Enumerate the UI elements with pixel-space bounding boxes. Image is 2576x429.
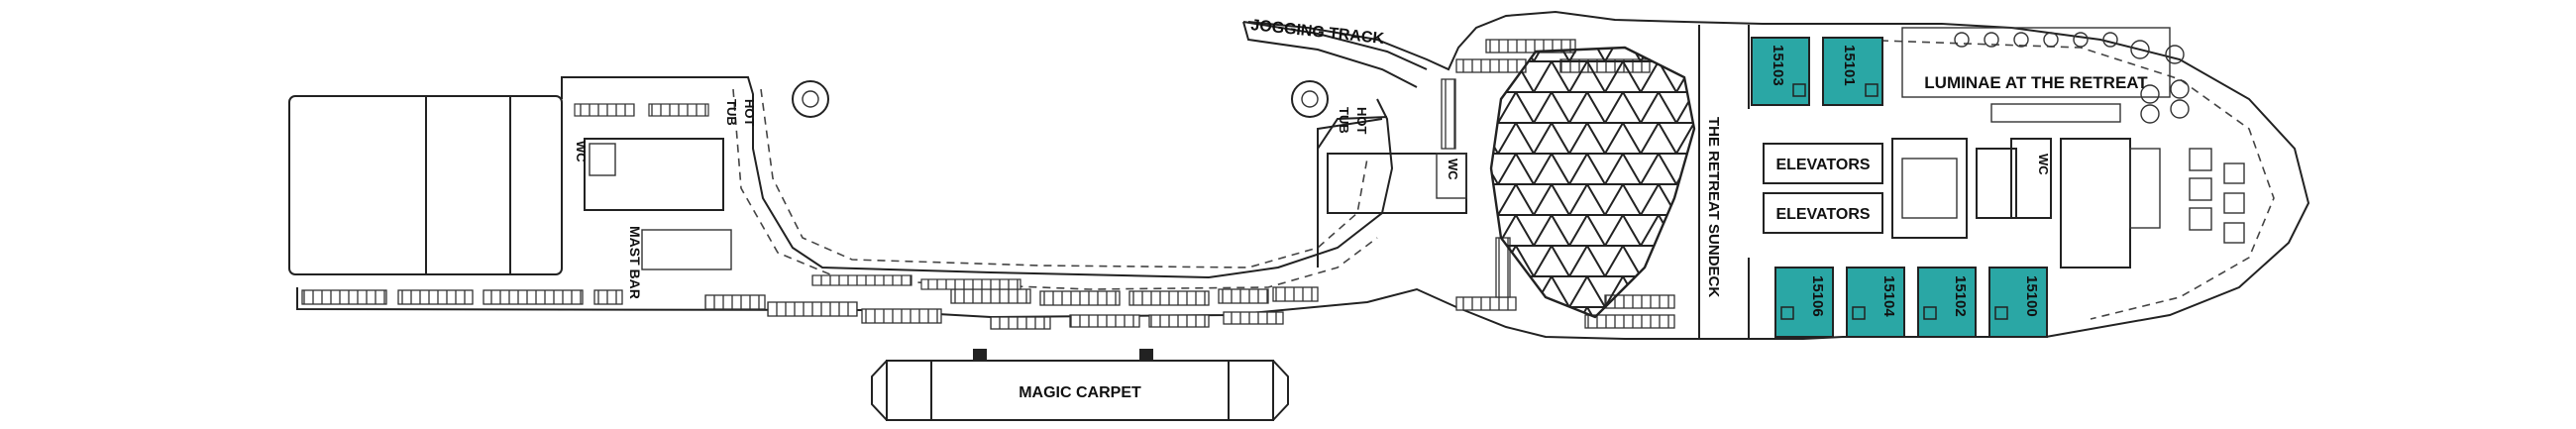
wc-left-label: WC xyxy=(574,141,589,162)
hot-tub-left-label-1: HOT xyxy=(742,99,757,127)
cabin-15100-number: 15100 xyxy=(2023,275,2040,317)
mast-bar-label: MAST BAR xyxy=(627,226,643,299)
cabin-15101-number: 15101 xyxy=(1841,45,1858,86)
hull-outline xyxy=(296,10,2310,340)
glass-dome xyxy=(1489,46,1696,319)
cabin-15102-number: 15102 xyxy=(1952,275,1969,317)
wc-enclosure-mid xyxy=(1327,153,1467,214)
hot-tub-left-label-2: TUB xyxy=(724,99,739,126)
cabin-15104-number: 15104 xyxy=(1880,275,1897,317)
elevators-top-block xyxy=(1763,143,1883,184)
elevators-bottom-label: ELEVATORS xyxy=(1775,206,1870,223)
jogging-track-ramp xyxy=(1242,21,1428,88)
retreat-sundeck-label: THE RETREAT SUNDECK xyxy=(1705,117,1722,297)
cabin-15104[interactable] xyxy=(1846,267,1905,338)
luminae-label: LUMINAE AT THE RETREAT xyxy=(1924,73,2148,92)
luminae-tables xyxy=(1901,27,2245,244)
cabin-15106-number: 15106 xyxy=(1809,275,1826,317)
hot-tub-left xyxy=(792,80,829,118)
hot-tub-mid-label-1: HOT xyxy=(1354,107,1369,135)
magic-carpet-label: MAGIC CARPET xyxy=(1019,384,1141,401)
wc-right-block xyxy=(2010,138,2052,219)
cabin-15106[interactable] xyxy=(1774,267,1834,338)
cabin-15102[interactable] xyxy=(1917,267,1977,338)
wc-mid-label: WC xyxy=(1446,159,1460,180)
hot-tub-mid xyxy=(1291,80,1329,118)
magic-carpet xyxy=(871,349,1289,421)
cabin-15103-number: 15103 xyxy=(1770,45,1786,86)
wc-right-label: WC xyxy=(2036,154,2051,175)
elevators-top-label: ELEVATORS xyxy=(1775,157,1870,173)
cabin-15101[interactable] xyxy=(1822,37,1883,106)
mast-bar-enclosure xyxy=(641,229,732,270)
cabin-15103[interactable] xyxy=(1751,37,1810,106)
hot-tub-mid-label-2: TUB xyxy=(1337,107,1351,134)
sunlounger-rows xyxy=(301,39,1675,330)
cabin-15100[interactable] xyxy=(1988,267,2048,338)
aft-upper-deck xyxy=(561,76,1394,279)
elevators-bottom-block xyxy=(1763,192,1883,234)
wc-enclosure-left xyxy=(584,138,724,211)
